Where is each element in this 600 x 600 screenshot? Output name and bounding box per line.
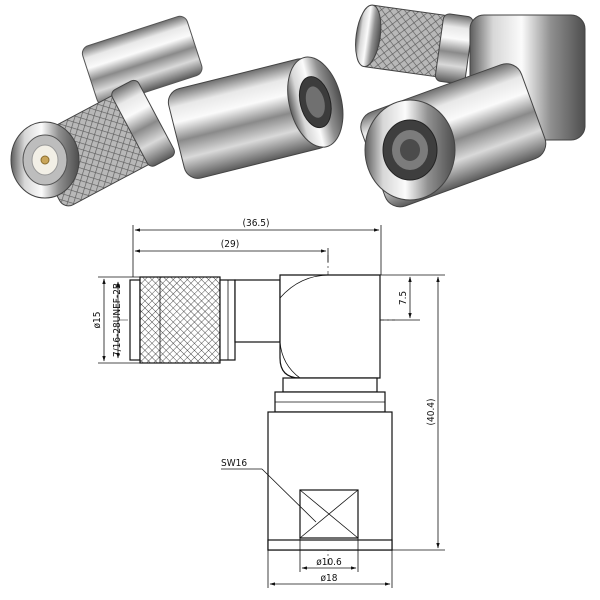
dim-thread: 7/16-28UNEF-2B [112,283,123,357]
dim-inner-width: (29) [221,239,239,250]
dim-overall-width: (36.5) [242,218,269,229]
connector-photo-left [10,15,344,207]
dim-bore-diameter: ø10.6 [316,557,342,568]
dim-body-diameter: ø18 [321,573,338,584]
dim-overall-height: (40.4) [426,398,437,425]
technical-drawing: (36.5) (29) ø15 7/16-28UNEF-2B 7.5 (40.4… [92,218,445,588]
dim-knurl-diameter: ø15 [92,312,103,329]
dim-wrench-size: SW16 [221,458,247,469]
connector-photo-right [355,4,586,208]
dim-offset-height: 7.5 [398,291,409,305]
